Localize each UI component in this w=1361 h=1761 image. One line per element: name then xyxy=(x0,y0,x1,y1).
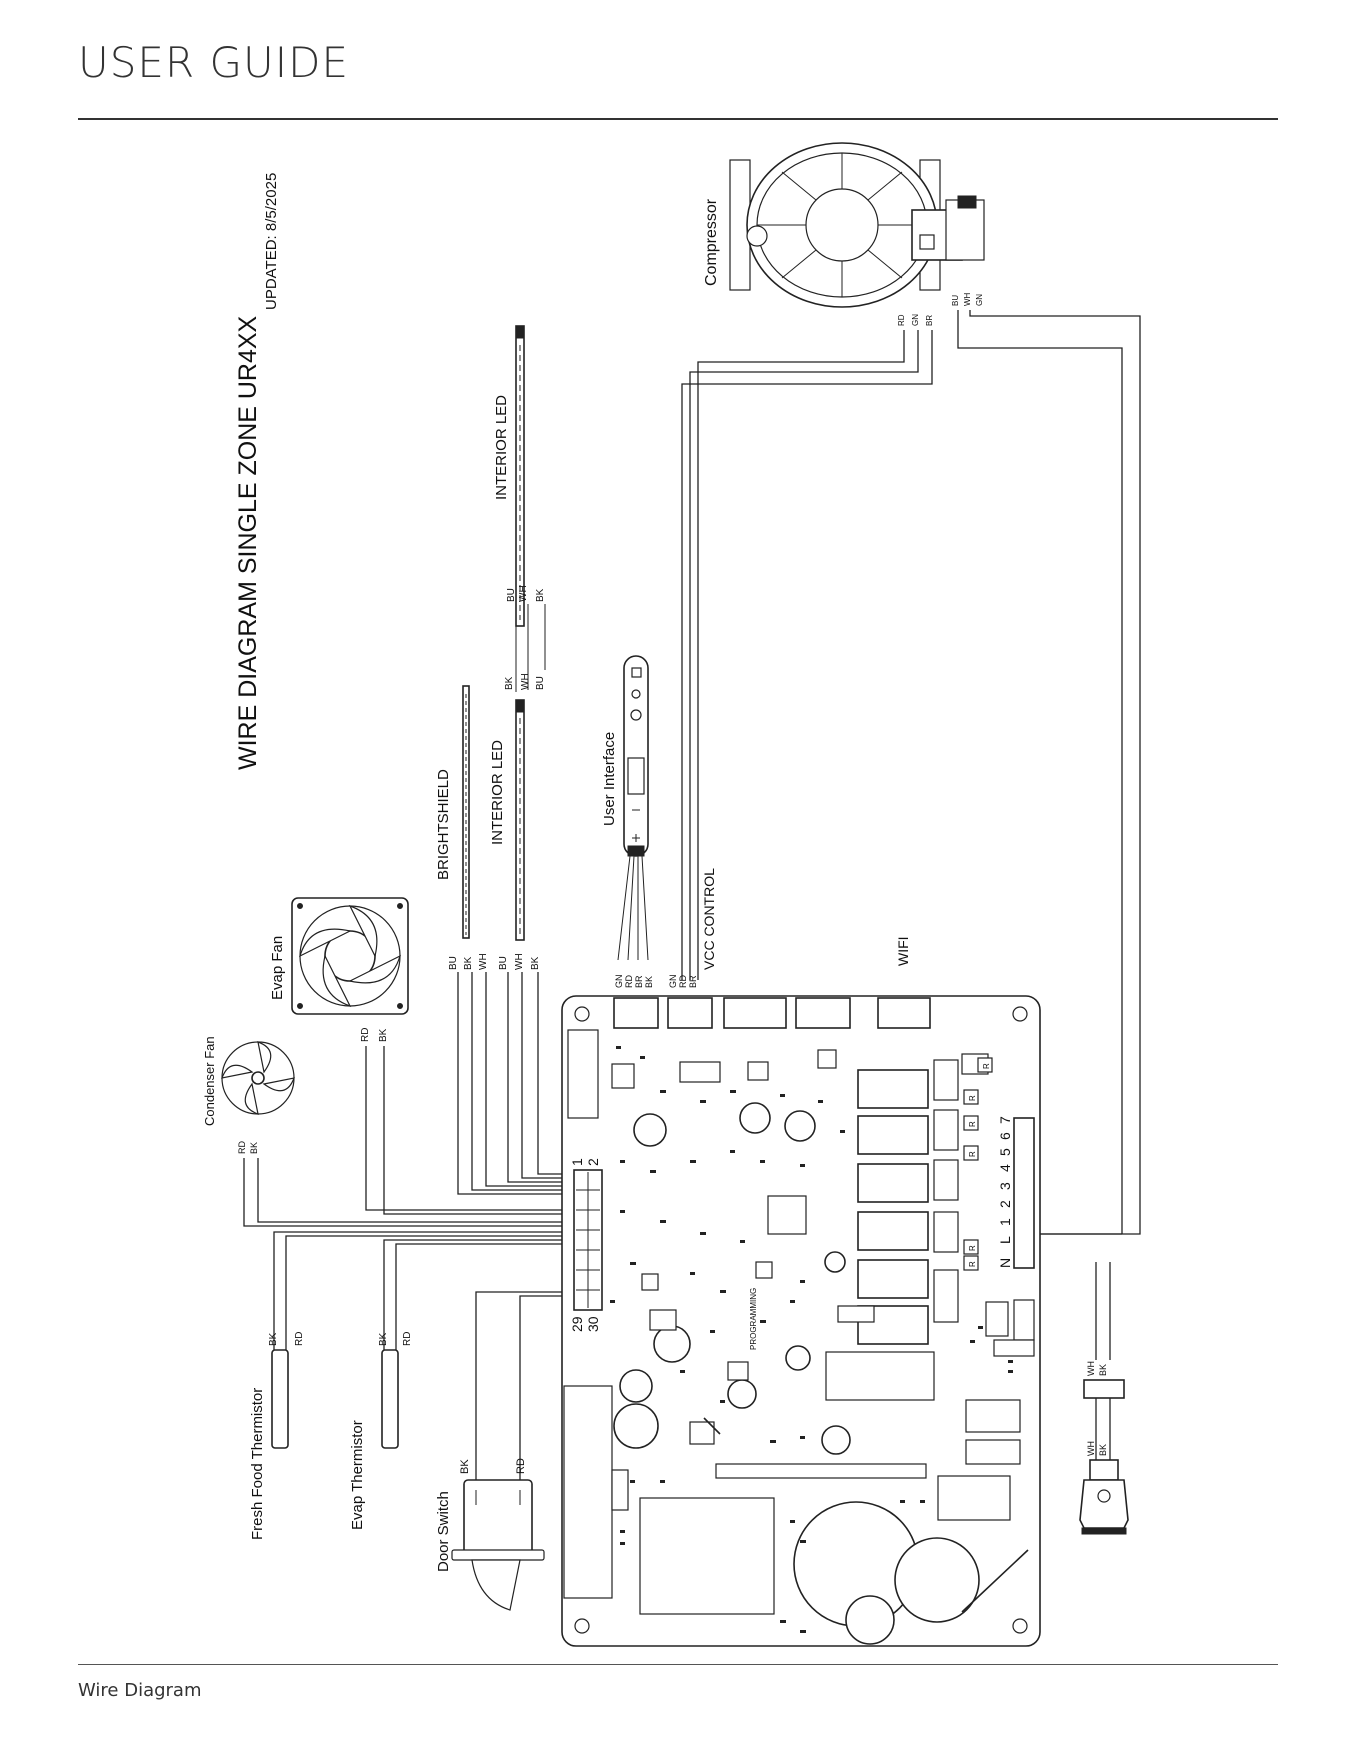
wire-label: RD xyxy=(897,314,906,326)
compressor xyxy=(729,142,985,308)
evap-fan xyxy=(291,897,409,1015)
relay-mark: R xyxy=(968,1151,977,1157)
wire-label: GN xyxy=(668,975,678,989)
wire-label: BK xyxy=(530,956,541,970)
wire-label: BK xyxy=(644,976,654,988)
wire-label: BK xyxy=(535,588,546,602)
wire-label: BU xyxy=(951,295,960,306)
wire-label: WH xyxy=(518,585,529,602)
user-interface xyxy=(623,655,649,857)
interior-led-top-label: INTERIOR LED xyxy=(493,395,510,500)
wire-label: BK xyxy=(504,676,515,690)
wire-label: GN xyxy=(975,294,984,306)
pin-number: 2 xyxy=(585,1158,601,1166)
wire-label: BR xyxy=(688,975,698,988)
page-title: USER GUIDE xyxy=(78,38,350,87)
interior-led-top xyxy=(515,325,525,627)
wire-label: RD xyxy=(678,975,688,988)
header-divider xyxy=(78,118,1278,120)
wire-label: WH xyxy=(1086,1361,1096,1376)
control-board xyxy=(561,995,1041,1647)
wire-label: BK xyxy=(463,956,474,970)
evap-fan-label: Evap Fan xyxy=(269,936,286,1000)
terminal-label: N xyxy=(997,1258,1013,1268)
pin-number: 29 xyxy=(569,1316,585,1332)
interior-led-bottom xyxy=(515,699,525,941)
wire-label: BR xyxy=(925,315,934,326)
pin-number: 1 xyxy=(569,1158,585,1166)
terminal-label: 6 xyxy=(997,1132,1013,1140)
wire-label: BK xyxy=(249,1142,259,1154)
wire-label: WH xyxy=(1086,1441,1096,1456)
wire-label: WH xyxy=(478,953,489,970)
wire-label: RD xyxy=(294,1332,305,1346)
user-interface-label: User Interface xyxy=(601,732,618,826)
wire-label: BU xyxy=(498,956,509,970)
wire-label: BK xyxy=(378,1332,389,1346)
terminal-label: 7 xyxy=(997,1116,1013,1124)
wire-label: BK xyxy=(378,1028,389,1042)
wire-label: BK xyxy=(1098,1444,1108,1456)
wire-label: GN xyxy=(911,314,920,326)
wire-label: WH xyxy=(520,673,531,690)
wire-label: RD xyxy=(515,1458,527,1474)
fresh-food-thermistor-label: Fresh Food Thermistor xyxy=(249,1388,266,1540)
footer-divider xyxy=(78,1664,1278,1665)
wire-label: BU xyxy=(535,676,546,690)
relay-mark: R xyxy=(982,1063,991,1069)
wire-label: WH xyxy=(963,292,972,306)
diagram-updated: UPDATED: 8/5/2025 xyxy=(263,173,280,310)
diagram-title: WIRE DIAGRAM SINGLE ZONE UR4XX xyxy=(234,315,262,770)
condenser-fan xyxy=(221,1041,295,1115)
compressor-label: Compressor xyxy=(703,198,720,286)
brightshield xyxy=(462,685,470,939)
wire-label: RD xyxy=(624,975,634,988)
power-cord xyxy=(1079,1262,1129,1535)
relay-mark: R xyxy=(968,1121,977,1127)
wire-label: BK xyxy=(1098,1364,1108,1376)
wire-label: BU xyxy=(506,588,517,602)
footer-label: Wire Diagram xyxy=(78,1680,202,1701)
brightshield-label: BRIGHTSHIELD xyxy=(435,769,452,880)
terminal-label: 4 xyxy=(997,1164,1013,1172)
wire-label: GN xyxy=(614,975,624,989)
wire-label: RD xyxy=(237,1141,247,1154)
wire-label: BK xyxy=(268,1332,279,1346)
wifi-label: WIFI xyxy=(895,936,911,966)
wire-label: RD xyxy=(402,1332,413,1346)
wire-label: BR xyxy=(634,975,644,988)
terminal-label: 5 xyxy=(997,1148,1013,1156)
wire-label: BU xyxy=(448,956,459,970)
terminal-label: L xyxy=(997,1236,1013,1244)
terminal-label: 1 xyxy=(997,1218,1013,1226)
relay-mark: R xyxy=(968,1095,977,1101)
relay-mark: R xyxy=(968,1245,977,1251)
vcc-control-label: VCC CONTROL xyxy=(701,868,717,970)
evap-thermistor xyxy=(381,1349,399,1449)
door-switch xyxy=(451,1479,545,1611)
wire-label: BK xyxy=(459,1459,471,1474)
pin-number: 30 xyxy=(585,1316,601,1332)
door-switch-label: Door Switch xyxy=(435,1491,452,1572)
terminal-label: 2 xyxy=(997,1200,1013,1208)
wire-label: WH xyxy=(514,953,525,970)
relay-mark: R xyxy=(968,1261,977,1267)
fresh-food-thermistor xyxy=(271,1349,289,1449)
terminal-label: 3 xyxy=(997,1182,1013,1190)
condenser-fan-label: Condenser Fan xyxy=(202,1036,217,1126)
interior-led-bottom-label: INTERIOR LED xyxy=(489,740,506,845)
evap-thermistor-label: Evap Thermistor xyxy=(349,1420,366,1530)
wire-label: RD xyxy=(360,1028,371,1042)
programming-label: PROGRAMMING xyxy=(749,1288,758,1350)
